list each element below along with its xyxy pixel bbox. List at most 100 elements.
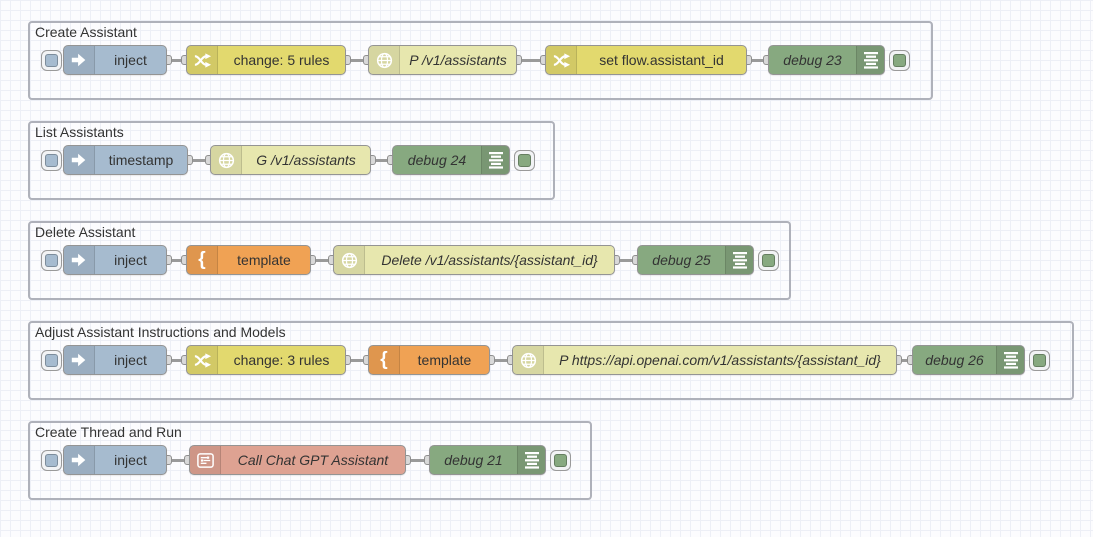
node-label: inject bbox=[114, 52, 147, 68]
node-label: change: 5 rules bbox=[233, 52, 330, 68]
debug-toggle-button[interactable] bbox=[514, 149, 535, 171]
node-label: Delete /v1/assistants/{assistant_id} bbox=[381, 252, 598, 268]
wire[interactable] bbox=[897, 358, 912, 362]
node-label: Call Chat GPT Assistant bbox=[237, 452, 389, 468]
group-title: Adjust Assistant Instructions and Models bbox=[35, 324, 286, 340]
inject-button[interactable] bbox=[41, 149, 62, 171]
wire[interactable] bbox=[167, 58, 186, 62]
shuffle-icon bbox=[546, 46, 577, 74]
inject-button-inner bbox=[45, 53, 58, 67]
node-template[interactable]: { template bbox=[368, 345, 490, 375]
inject-button[interactable] bbox=[41, 49, 62, 71]
wire[interactable] bbox=[747, 58, 768, 62]
debug-list-icon bbox=[725, 246, 753, 274]
inject-button[interactable] bbox=[41, 349, 62, 371]
node-change[interactable]: change: 5 rules bbox=[186, 45, 346, 75]
inject-button-inner bbox=[45, 253, 58, 267]
inject-button-inner bbox=[45, 453, 58, 467]
debug-toggle-button[interactable] bbox=[550, 449, 571, 471]
globe-icon bbox=[334, 246, 365, 274]
wire[interactable] bbox=[167, 458, 189, 462]
shuffle-icon bbox=[187, 346, 218, 374]
node-http-request[interactable]: P /v1/assistants bbox=[368, 45, 517, 75]
node-group[interactable]: List Assistants bbox=[28, 121, 555, 200]
wire[interactable] bbox=[371, 158, 392, 162]
node-label: debug 23 bbox=[783, 52, 842, 68]
node-label: G /v1/assistants bbox=[256, 152, 356, 168]
node-group[interactable]: Create Thread and Run bbox=[28, 421, 592, 500]
node-inject[interactable]: inject bbox=[63, 345, 167, 375]
wire[interactable] bbox=[311, 258, 333, 262]
node-http-request[interactable]: G /v1/assistants bbox=[210, 145, 371, 175]
wire[interactable] bbox=[517, 58, 545, 62]
inject-button[interactable] bbox=[41, 449, 62, 471]
wire[interactable] bbox=[406, 458, 429, 462]
group-title: Create Thread and Run bbox=[35, 424, 182, 440]
inject-arrow-icon bbox=[64, 446, 95, 474]
wire[interactable] bbox=[167, 358, 186, 362]
inject-button-inner bbox=[45, 153, 58, 167]
node-label: timestamp bbox=[108, 152, 174, 168]
node-label: P https://api.openai.com/v1/assistants/{… bbox=[559, 352, 881, 368]
wire[interactable] bbox=[188, 158, 210, 162]
wire[interactable] bbox=[346, 358, 368, 362]
node-debug[interactable]: debug 23 bbox=[768, 45, 885, 75]
node-http-request[interactable]: Delete /v1/assistants/{assistant_id} bbox=[333, 245, 615, 275]
debug-list-icon bbox=[996, 346, 1024, 374]
node-label: debug 26 bbox=[925, 352, 984, 368]
node-label: set flow.assistant_id bbox=[599, 52, 724, 68]
node-inject[interactable]: inject bbox=[63, 445, 167, 475]
wire[interactable] bbox=[490, 358, 512, 362]
inject-button[interactable] bbox=[41, 249, 62, 271]
wire[interactable] bbox=[615, 258, 637, 262]
debug-toggle-button[interactable] bbox=[1029, 349, 1050, 371]
node-template[interactable]: {template bbox=[186, 245, 311, 275]
debug-toggle-button[interactable] bbox=[758, 249, 779, 271]
node-label: debug 25 bbox=[652, 252, 711, 268]
node-inject[interactable]: inject bbox=[63, 245, 167, 275]
globe-icon bbox=[369, 46, 400, 74]
group-title: Delete Assistant bbox=[35, 224, 136, 240]
node-label: inject bbox=[114, 452, 147, 468]
inject-arrow-icon bbox=[64, 246, 95, 274]
node-label: template bbox=[237, 252, 291, 268]
subflow-icon bbox=[190, 446, 221, 474]
inject-button-inner bbox=[45, 353, 58, 367]
inject-arrow-icon bbox=[64, 346, 95, 374]
node-debug[interactable]: debug 24 bbox=[392, 145, 510, 175]
node-group[interactable]: Delete Assistant bbox=[28, 221, 791, 300]
group-title: List Assistants bbox=[35, 124, 124, 140]
node-http-request[interactable]: P https://api.openai.com/v1/assistants/{… bbox=[512, 345, 897, 375]
wire[interactable] bbox=[346, 58, 368, 62]
curly-brace-icon: { bbox=[369, 346, 400, 374]
globe-icon bbox=[211, 146, 242, 174]
node-subflow[interactable]: Call Chat GPT Assistant bbox=[189, 445, 406, 475]
debug-toggle-button[interactable] bbox=[889, 49, 910, 71]
node-inject[interactable]: timestamp bbox=[63, 145, 188, 175]
shuffle-icon bbox=[187, 46, 218, 74]
node-group[interactable]: Adjust Assistant Instructions and Models bbox=[28, 321, 1074, 400]
debug-list-icon bbox=[481, 146, 509, 174]
node-debug[interactable]: debug 25 bbox=[637, 245, 754, 275]
node-change[interactable]: change: 3 rules bbox=[186, 345, 346, 375]
node-debug[interactable]: debug 21 bbox=[429, 445, 546, 475]
node-label: debug 24 bbox=[407, 152, 467, 168]
debug-toggle-inner bbox=[554, 453, 567, 467]
node-debug[interactable]: debug 26 bbox=[912, 345, 1025, 375]
node-label: template bbox=[417, 352, 472, 368]
debug-toggle-inner bbox=[1033, 353, 1046, 367]
group-title: Create Assistant bbox=[35, 24, 137, 40]
node-change[interactable]: set flow.assistant_id bbox=[545, 45, 747, 75]
wire[interactable] bbox=[167, 258, 186, 262]
debug-list-icon bbox=[517, 446, 545, 474]
inject-arrow-icon bbox=[64, 146, 95, 174]
node-inject[interactable]: inject bbox=[63, 45, 167, 75]
node-label: P /v1/assistants bbox=[409, 52, 507, 68]
inject-arrow-icon bbox=[64, 46, 95, 74]
node-label: change: 3 rules bbox=[233, 352, 330, 368]
node-label: debug 21 bbox=[444, 452, 503, 468]
node-label: inject bbox=[114, 352, 147, 368]
node-group[interactable]: Create Assistant bbox=[28, 21, 933, 100]
debug-toggle-inner bbox=[762, 253, 775, 267]
